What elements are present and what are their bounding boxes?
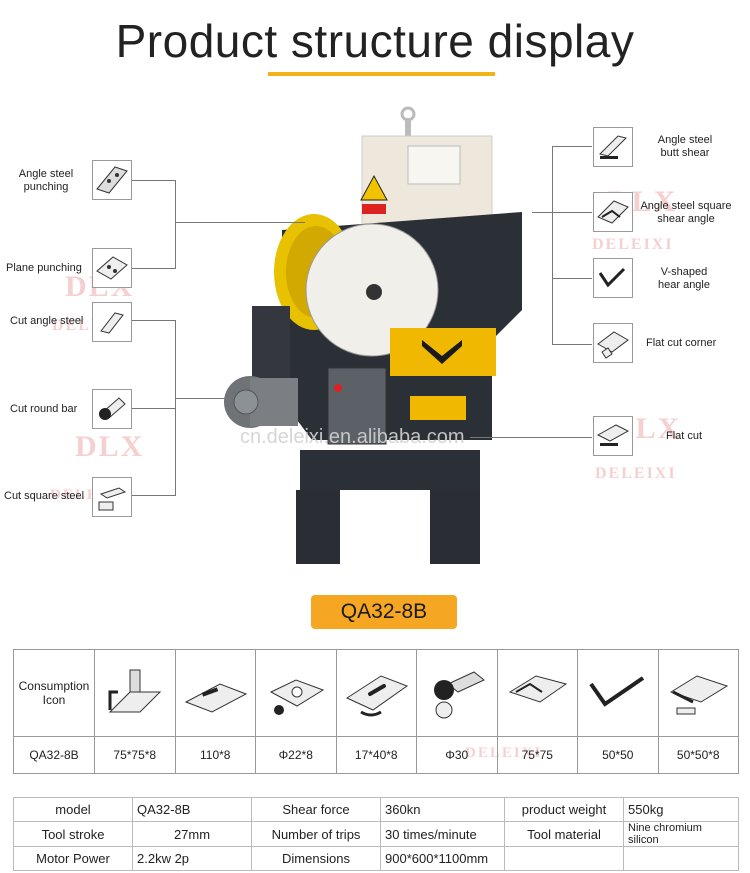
connector-line bbox=[552, 146, 553, 344]
model-badge: QA32-8B bbox=[311, 595, 457, 629]
consumption-value: 110*8 bbox=[174, 736, 256, 774]
connector-line bbox=[552, 146, 592, 147]
consumption-icon-angle-cut bbox=[496, 649, 578, 737]
spec-label: Tool stroke bbox=[13, 821, 133, 847]
label-cut-round-bar: Cut round bar bbox=[10, 403, 78, 415]
connector-line bbox=[552, 212, 592, 213]
consumption-icon-slot bbox=[335, 649, 417, 737]
label-flat-cut: Flat cut bbox=[666, 430, 703, 442]
spec-label: model bbox=[13, 797, 133, 822]
spec-value: 550kg bbox=[623, 797, 739, 822]
connector-line bbox=[175, 320, 176, 495]
table-row: model QA32-8B Shear force 360kn product … bbox=[13, 797, 739, 822]
connector-line bbox=[175, 180, 176, 268]
connector-line bbox=[132, 268, 176, 269]
page-title: Product structure display bbox=[115, 15, 635, 67]
watermark-logo: DLX bbox=[75, 430, 145, 463]
connector-line bbox=[132, 495, 176, 496]
consumption-icon-angle bbox=[94, 649, 176, 737]
spec-value bbox=[623, 846, 739, 871]
consumption-value: 17*40*8 bbox=[335, 736, 417, 774]
machine-image bbox=[224, 106, 522, 564]
consumption-value: 75*75*8 bbox=[94, 736, 176, 774]
label-angle-steel-punching: Angle steel punching bbox=[18, 168, 74, 193]
label-flat-cut-corner: Flat cut corner bbox=[646, 337, 717, 349]
spec-label: Motor Power bbox=[13, 846, 133, 871]
spec-value: QA32-8B bbox=[132, 797, 252, 822]
connector-line bbox=[470, 437, 592, 438]
watermark-brand: DELEIXI bbox=[595, 465, 677, 482]
connector-line bbox=[132, 320, 176, 321]
label-v-shaped-shear: V-shaped hear angle bbox=[658, 266, 710, 291]
spec-value: Nine chromium silicon bbox=[623, 821, 739, 847]
consumption-header: Consumption Icon bbox=[13, 649, 95, 737]
label-cut-angle-steel: Cut angle steel bbox=[10, 315, 84, 327]
watermark-brand: DELEIXI bbox=[592, 236, 674, 253]
spec-value: 30 times/minute bbox=[380, 821, 505, 847]
square-shear-icon bbox=[593, 192, 633, 232]
spec-label: Shear force bbox=[251, 797, 381, 822]
label-angle-steel-butt-shear: Angle steel butt shear bbox=[657, 134, 713, 159]
plane-punch-icon bbox=[92, 248, 132, 288]
consumption-value: Φ30 bbox=[416, 736, 498, 774]
corner-cut-icon bbox=[593, 323, 633, 363]
consumption-value: 50*50*8 bbox=[657, 736, 739, 774]
angle-punch-icon bbox=[92, 160, 132, 200]
consumption-icon-v bbox=[577, 649, 659, 737]
connector-line bbox=[532, 212, 552, 213]
connector-line bbox=[552, 344, 592, 345]
cut-angle-icon bbox=[92, 302, 132, 342]
label-plane-punching: Plane punching bbox=[6, 262, 82, 274]
consumption-value: 75*75 bbox=[496, 736, 578, 774]
consumption-value: Φ22*8 bbox=[255, 736, 337, 774]
consumption-icon-flat bbox=[174, 649, 256, 737]
butt-shear-icon bbox=[593, 127, 633, 167]
table-row: Motor Power 2.2kw 2p Dimensions 900*600*… bbox=[13, 846, 739, 871]
consumption-icon-corner bbox=[657, 649, 739, 737]
spec-label: Tool material bbox=[504, 821, 624, 847]
specs-table: model QA32-8B Shear force 360kn product … bbox=[13, 797, 739, 871]
spec-label: product weight bbox=[504, 797, 624, 822]
spec-value: 360kn bbox=[380, 797, 505, 822]
v-shear-icon bbox=[593, 258, 633, 298]
label-cut-square-steel: Cut square steel bbox=[4, 490, 85, 502]
connector-line bbox=[132, 180, 176, 181]
spec-value: 900*600*1100mm bbox=[380, 846, 505, 871]
watermark-url: cn.deleixi.en.alibaba.com bbox=[240, 426, 465, 448]
spec-label: Number of trips bbox=[251, 821, 381, 847]
consumption-icon-hole bbox=[255, 649, 337, 737]
connector-line bbox=[132, 408, 176, 409]
spec-value: 27mm bbox=[132, 821, 252, 847]
connector-line bbox=[552, 278, 592, 279]
table-row: Tool stroke 27mm Number of trips 30 time… bbox=[13, 821, 739, 847]
connector-line bbox=[175, 398, 231, 399]
title-underline bbox=[268, 72, 495, 76]
spec-label: Dimensions bbox=[251, 846, 381, 871]
spec-value: 2.2kw 2p bbox=[132, 846, 252, 871]
round-bar-icon bbox=[92, 389, 132, 429]
consumption-icon-table: Consumption Icon QA32-8B 75*75*8 110*8 Φ… bbox=[13, 649, 739, 774]
connector-line bbox=[175, 222, 305, 223]
consumption-model: QA32-8B bbox=[13, 736, 95, 774]
consumption-icon-round bbox=[416, 649, 498, 737]
square-steel-icon bbox=[92, 477, 132, 517]
consumption-value: 50*50 bbox=[577, 736, 659, 774]
spec-label bbox=[504, 846, 624, 871]
label-square-shear-angle: Angle steel square shear angle bbox=[640, 200, 732, 225]
flat-cut-icon bbox=[593, 416, 633, 456]
